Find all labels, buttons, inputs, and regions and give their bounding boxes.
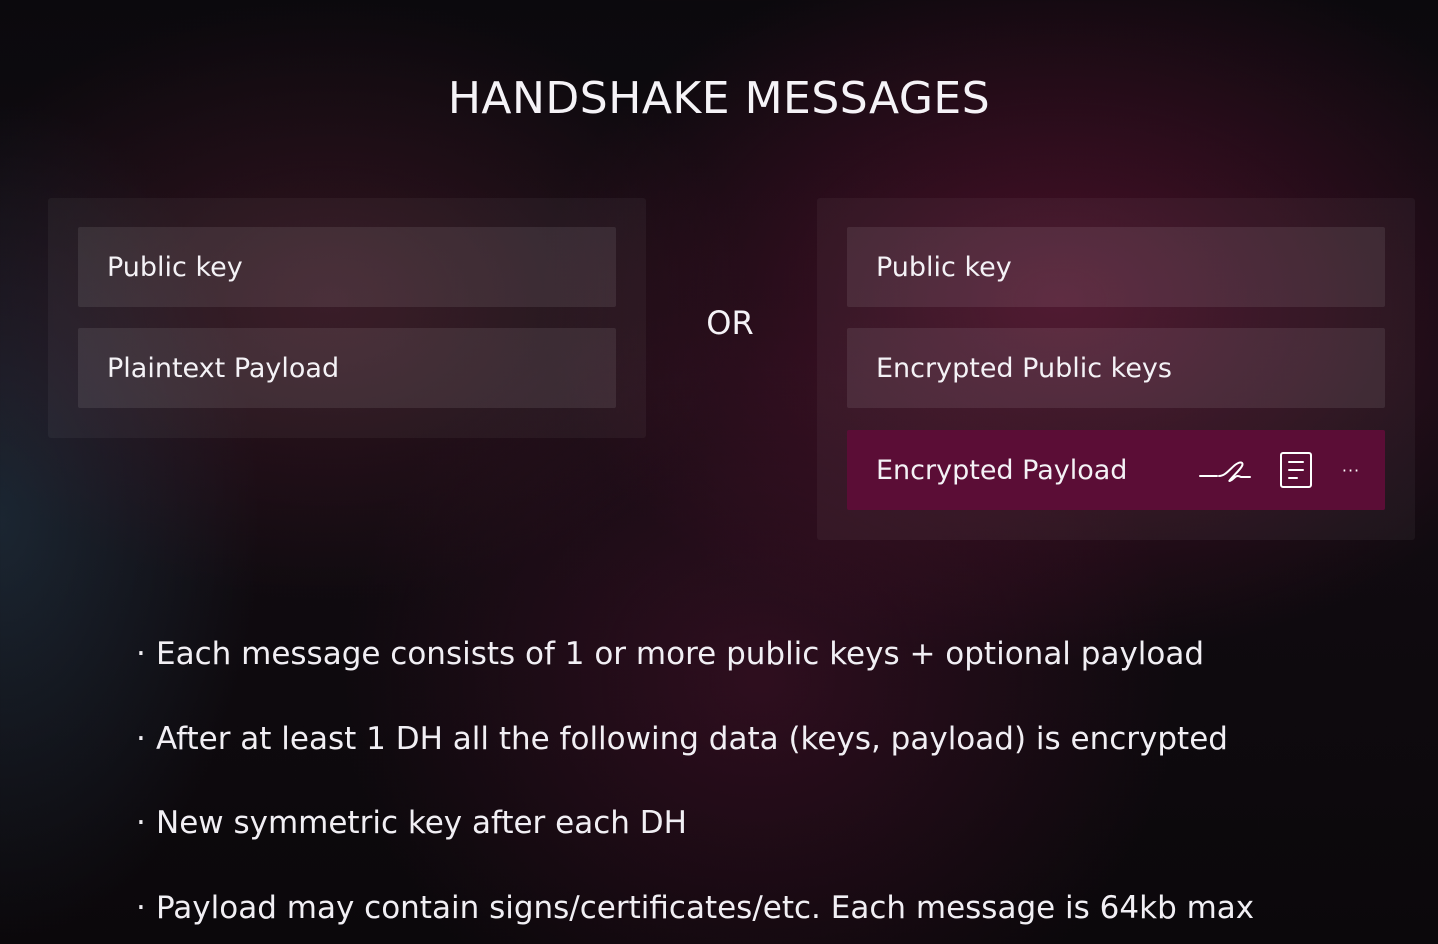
public-key-row: Public key [847,227,1385,307]
plaintext-payload-row: Plaintext Payload [78,328,616,408]
bullet-list: · Each message consists of 1 or more publ… [136,636,1416,944]
plaintext-message-panel: Public key Plaintext Payload [48,198,646,438]
public-key-row: Public key [78,227,616,307]
bullet-item: · Payload may contain signs/certificates/… [136,890,1416,944]
row-label: Public key [107,251,243,283]
bullet-dot: · [136,805,146,841]
encrypted-message-panel: Public key Encrypted Public keys Encrypt… [817,198,1415,540]
document-icon [1279,450,1313,490]
bullet-dot: · [136,636,146,672]
or-separator: OR [706,304,754,342]
encrypted-payload-row: Encrypted Payload ··· [847,430,1385,510]
bullet-item: · Each message consists of 1 or more publ… [136,636,1416,721]
encrypted-public-keys-row: Encrypted Public keys [847,328,1385,408]
bullet-text: New symmetric key after each DH [156,805,687,841]
bullet-text: Payload may contain signs/certificates/e… [156,889,1255,926]
row-label: Encrypted Public keys [876,352,1172,384]
bullet-item: · New symmetric key after each DH [136,805,1416,890]
bullet-text: After at least 1 DH all the following da… [156,720,1228,757]
bullet-dot: · [136,889,146,926]
more-icon: ··· [1341,460,1361,480]
slide-title: HANDSHAKE MESSAGES [447,73,991,125]
bullet-item: · After at least 1 DH all the following d… [136,721,1416,806]
payload-tools: ··· [1197,430,1363,510]
signature-icon [1197,450,1253,490]
row-label: Encrypted Payload [876,454,1128,486]
row-label: Plaintext Payload [107,352,340,384]
bullet-dot: · [136,720,146,757]
row-label: Public key [876,251,1012,283]
bullet-text: Each message consists of 1 or more publi… [156,636,1205,672]
